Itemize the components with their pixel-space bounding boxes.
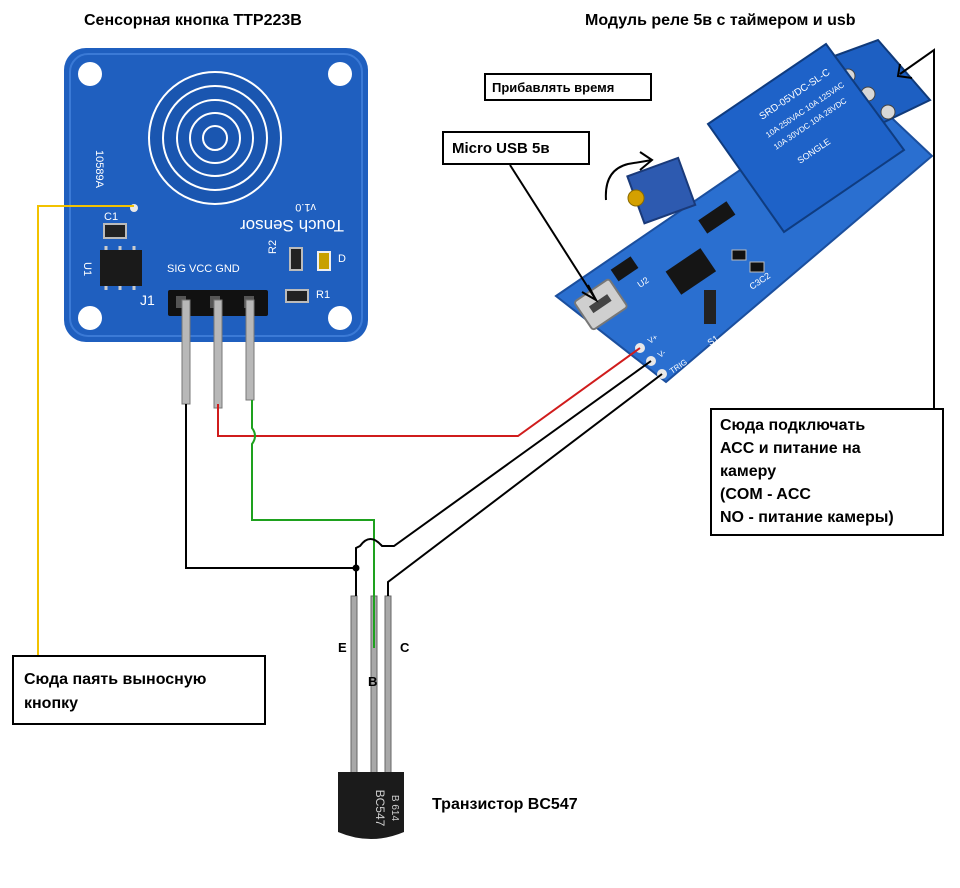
external-button-line-1: Сюда паять выносную: [24, 671, 207, 688]
emitter-leg: [350, 595, 358, 777]
acc-power-callout: Сюда подключать АСС и питание на камеру …: [710, 408, 944, 536]
wire-green: [251, 400, 375, 648]
mount-hole-icon: [78, 306, 102, 330]
serial-silk: 10589A: [93, 150, 105, 189]
add-time-callout: Прибавлять время: [484, 73, 652, 101]
acc-line-5: NO - питание камеры): [720, 509, 894, 526]
micro-usb-pointer: [509, 164, 597, 301]
relay-board: SRD-05VDC-SL-C 10A 250VAC 10A 125VAC 10A…: [554, 38, 934, 384]
pin-vcc: [213, 299, 223, 409]
external-button-callout: Сюда паять выносную кнопку: [12, 655, 266, 725]
resistor-icon: [289, 247, 303, 271]
mount-hole-icon: [328, 306, 352, 330]
d-silk: D: [338, 253, 346, 265]
led-icon: [317, 251, 331, 271]
wire-yellow: [37, 205, 134, 655]
transistor-marking-1: BC547: [373, 790, 387, 827]
mount-hole-icon: [328, 62, 352, 86]
transistor-smd-icon: [698, 201, 736, 234]
touch-sensor-silk: Touch Sensor: [240, 216, 344, 235]
acc-pointer: [899, 48, 935, 408]
collector-label: C: [400, 640, 410, 655]
wire-black-gnd: [185, 404, 356, 569]
version-silk: v1.0: [295, 201, 316, 213]
mount-hole-icon: [78, 62, 102, 86]
micro-usb-text: Micro USB 5в: [452, 140, 550, 157]
base-label: B: [368, 674, 377, 689]
touch-sensor-board: Touch Sensor v1.0 10589A C1 U1 SIG VCC G…: [64, 48, 368, 342]
acc-line-4: (COM - ACC: [720, 486, 811, 503]
timer-chip-icon: [665, 248, 717, 295]
callout-pointers: [509, 48, 935, 408]
switch-icon: [704, 290, 716, 324]
pin-sig: [245, 299, 255, 401]
wires: [37, 205, 663, 655]
wire-black-trig: [387, 373, 663, 596]
chip-icon: [100, 250, 142, 286]
acc-line-3: камеру: [720, 463, 777, 480]
collector-leg: [384, 595, 392, 777]
r2-silk: R2: [267, 240, 279, 254]
relay-module-title: Модуль реле 5в с таймером и usb: [585, 12, 856, 29]
pins-silk: SIG VCC GND: [167, 263, 240, 275]
micro-usb-callout: Micro USB 5в: [442, 131, 590, 165]
transistor-body-icon: [338, 772, 404, 839]
j1-silk: J1: [140, 292, 155, 308]
c1-silk: C1: [104, 211, 118, 223]
transistor-marking-2: B 614: [389, 795, 400, 822]
wire-red: [217, 347, 641, 437]
wire-black-vminus: [355, 360, 652, 596]
add-time-pointer: [604, 159, 653, 201]
trim-screw-icon: [627, 189, 645, 207]
touch-pad-icon: [148, 71, 282, 205]
pin-gnd: [181, 299, 191, 405]
transistor-title: Транзистор BC547: [432, 796, 578, 813]
acc-line-2: АСС и питание на: [720, 440, 861, 457]
u1-silk: U1: [81, 262, 93, 276]
emitter-label: E: [338, 640, 347, 655]
external-button-line-2: кнопку: [24, 695, 79, 712]
r1-silk: R1: [316, 289, 330, 301]
v-minus-silk: V-: [656, 348, 668, 360]
relay-body-icon: [706, 42, 906, 234]
resistor-icon: [285, 289, 309, 303]
capacitor-icon: [103, 223, 127, 239]
touch-module-title: Сенсорная кнопка TTP223B: [84, 12, 302, 29]
transistor-bc547: BC547 B 614 E B C: [338, 595, 410, 839]
acc-line-1: Сюда подключать: [720, 417, 866, 434]
add-time-text: Прибавлять время: [492, 80, 615, 95]
regulator-icon: [610, 256, 639, 282]
